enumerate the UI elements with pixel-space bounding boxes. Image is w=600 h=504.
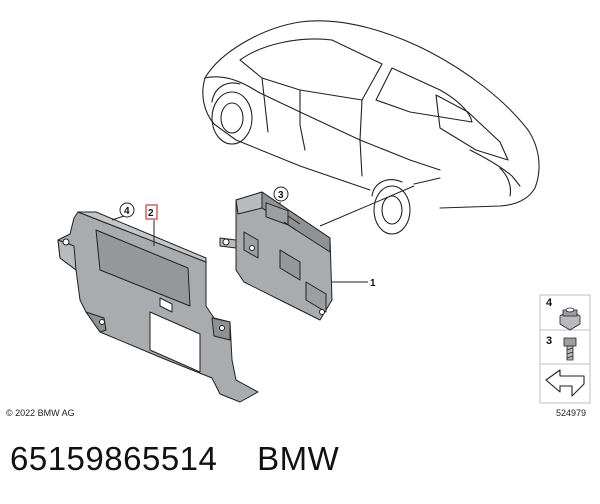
callout-3-circle — [273, 186, 289, 202]
part-caption: 65159865514 BMW — [10, 440, 339, 484]
callout-2-highlight-box — [145, 204, 158, 220]
leader-lines — [111, 185, 415, 283]
callout-4-circle — [119, 202, 135, 218]
bolt-icon — [563, 337, 577, 361]
parts-diagram: 1 2 3 4 4 3 © 2022 BMW AG 524979 — [6, 20, 591, 418]
callout-1: 1 — [370, 278, 376, 289]
holder-bracket-part — [57, 211, 259, 403]
legend-label-3: 3 — [546, 335, 552, 347]
legend-label-4: 4 — [546, 297, 553, 309]
vehicle-outline — [202, 20, 540, 235]
copyright-text: © 2022 BMW AG — [6, 408, 75, 418]
nut-icon — [559, 307, 581, 331]
diagram-number: 524979 — [556, 408, 586, 418]
callout-3: 3 — [278, 190, 284, 201]
control-module-part — [219, 191, 333, 321]
callout-2: 2 — [148, 208, 154, 219]
direction-arrow-icon — [545, 369, 585, 397]
callout-4: 4 — [124, 206, 130, 217]
brand-name: BMW — [257, 440, 340, 477]
part-number: 65159865514 — [10, 440, 218, 477]
